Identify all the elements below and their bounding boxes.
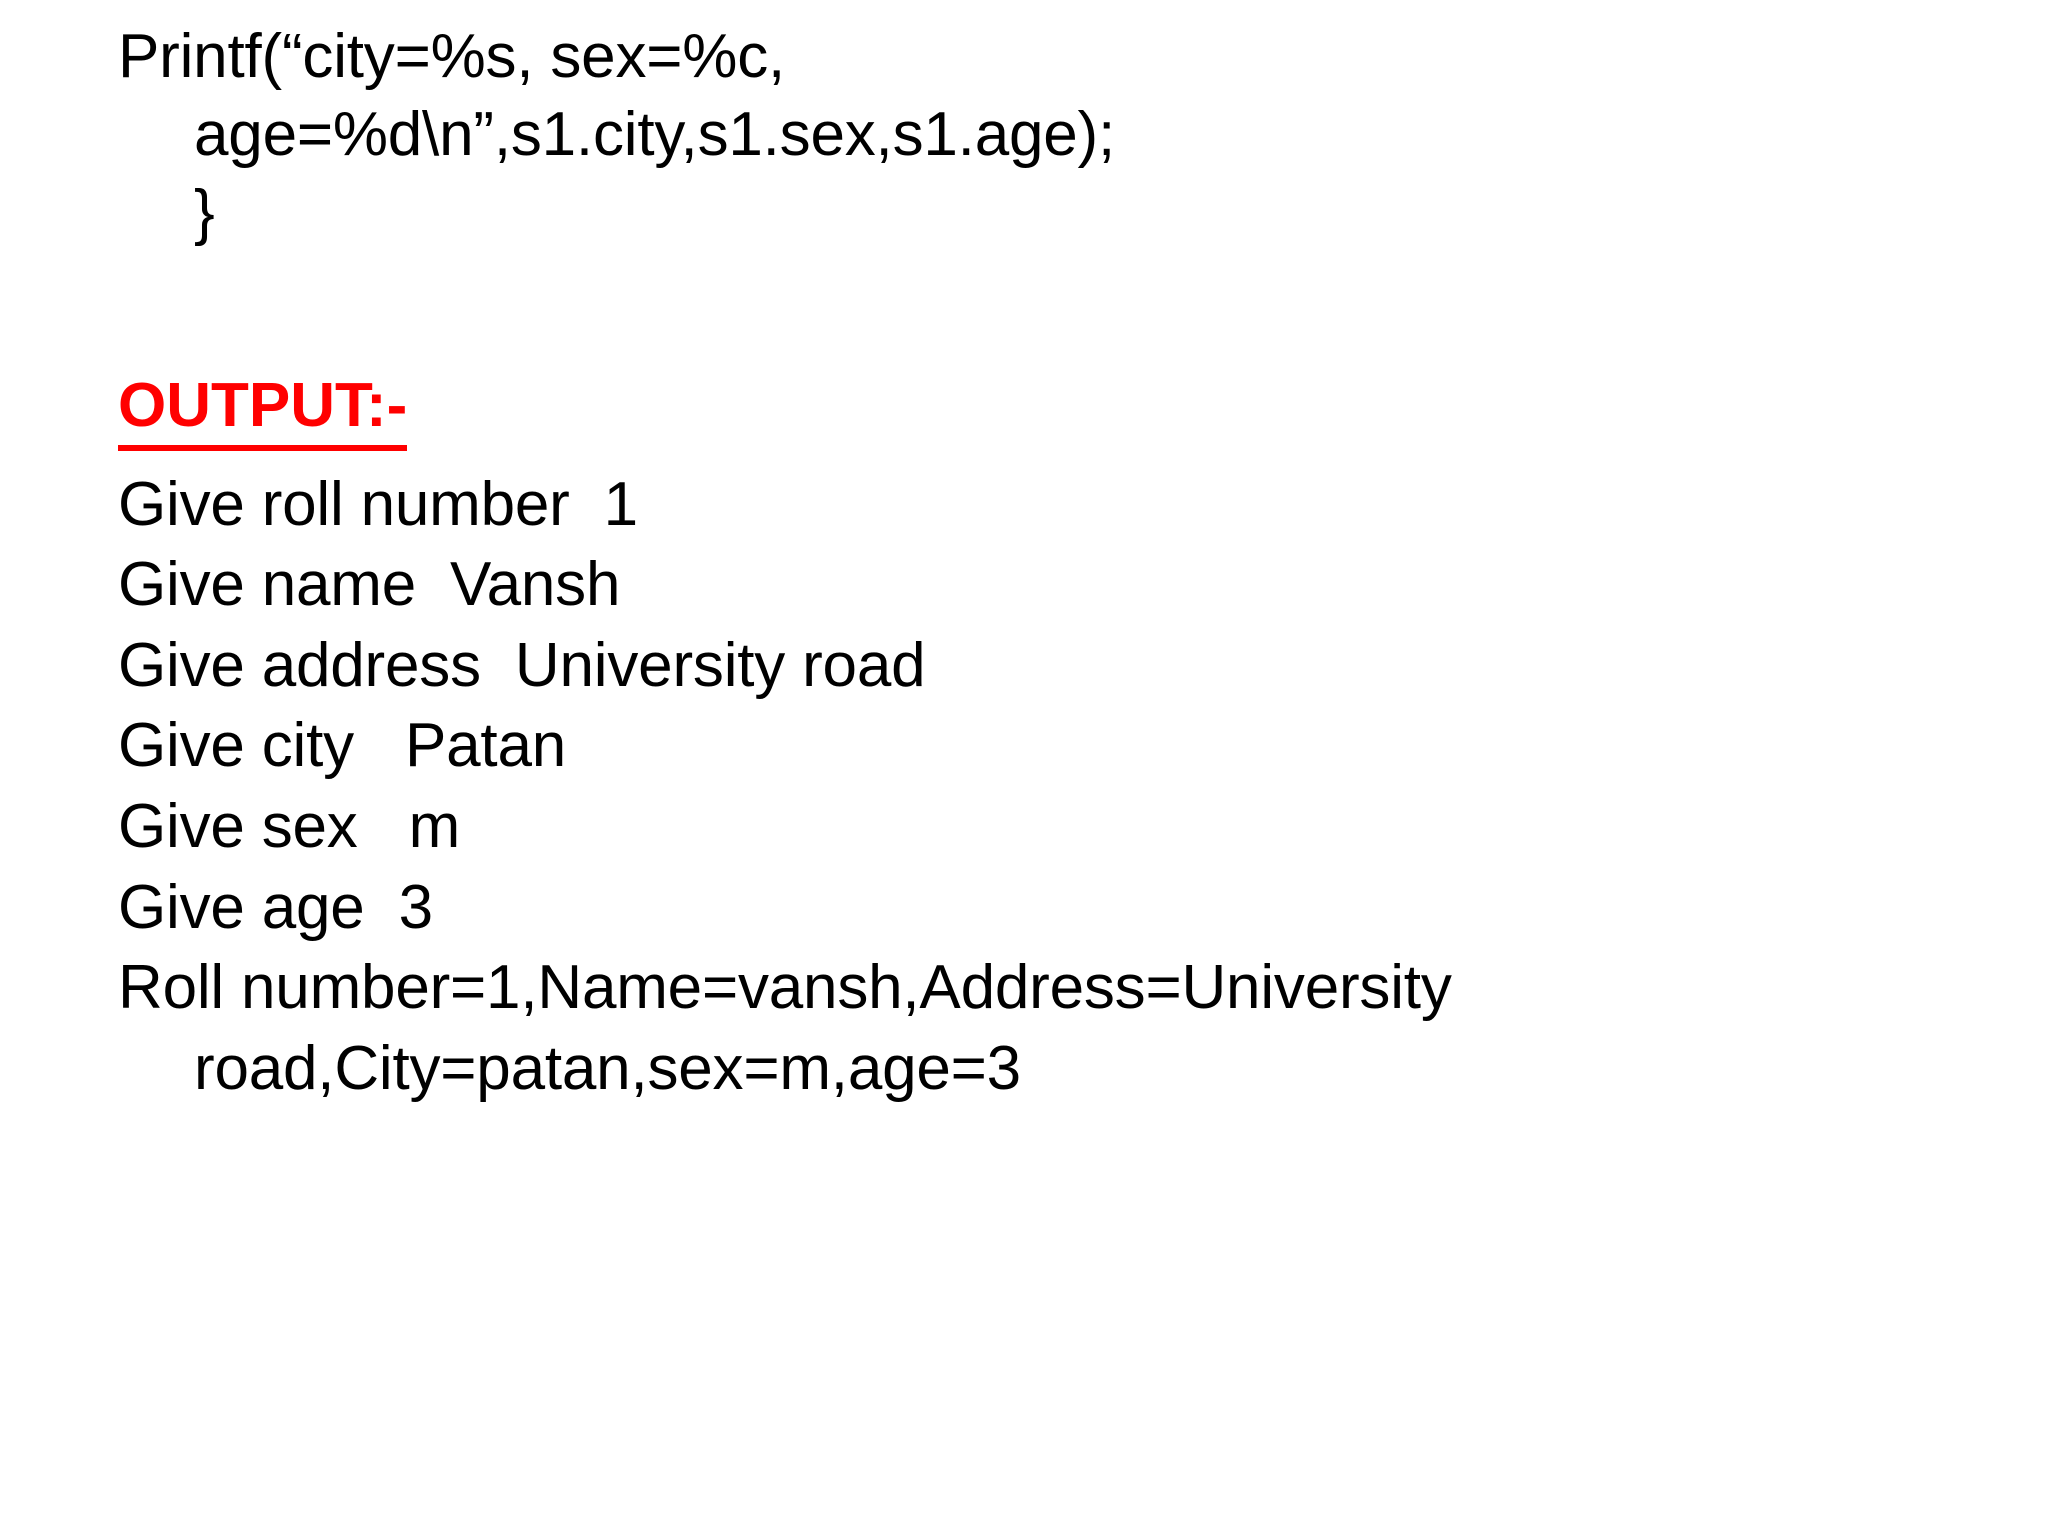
output-line-result: Roll number=1,Name=vansh,Address=Univers… [118, 953, 1452, 1023]
code-line-printf: Printf(“city=%s, sex=%c, [118, 22, 786, 91]
output-heading-row: OUTPUT:- [118, 369, 1968, 451]
output-line-age: Give age 3 [118, 872, 433, 942]
output-line-address: Give address University road [118, 630, 926, 700]
output-line-city: Give city Patan [118, 711, 567, 781]
output-line-sex: Give sex m [118, 791, 461, 861]
code-output-spacer [118, 251, 1968, 369]
code-line-printf-continuation: age=%d\n”,s1.city,s1.sex,s1.age); [194, 99, 1116, 169]
output-line-roll-number: Give roll number 1 [118, 469, 638, 539]
code-line-closing-brace: } [194, 177, 215, 247]
code-block: Printf(“city=%s, sex=%c, age=%d\n”,s1.ci… [118, 18, 1968, 251]
slide-body-text: Printf(“city=%s, sex=%c, age=%d\n”,s1.ci… [118, 18, 1968, 1109]
output-line-result-continuation: road,City=patan,sex=m,age=3 [194, 1033, 1021, 1103]
heading-lines-spacer [118, 451, 1968, 465]
output-block: Give roll number 1 Give name Vansh Give … [118, 465, 1968, 1110]
output-heading: OUTPUT:- [118, 369, 408, 451]
output-line-name: Give name Vansh [118, 550, 621, 620]
